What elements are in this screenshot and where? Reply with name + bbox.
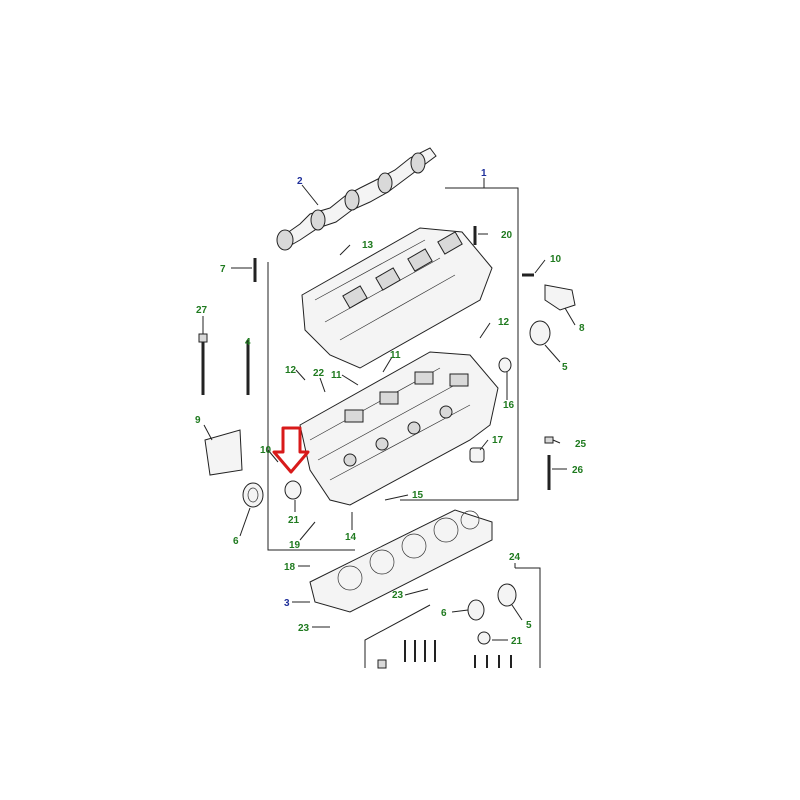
callout-9: 9 [195,415,201,426]
callout-21-kit: 21 [511,636,523,647]
plug-21 [284,480,302,500]
callout-13: 13 [362,240,374,251]
stud-25 [544,436,554,444]
callout-16: 16 [503,400,515,411]
callout-24: 24 [509,552,521,563]
callout-21-left: 21 [288,515,300,526]
callout-2: 2 [297,176,303,187]
cylinder-head-part [299,351,499,506]
callout-10-left: 10 [260,445,272,456]
head-gasket-part [309,509,493,613]
cam-carrier-part [301,227,493,369]
callout-3: 3 [284,598,290,609]
callout-23-right: 23 [392,590,404,601]
seal-5-upper [529,320,551,346]
callout-12-left: 12 [285,365,297,376]
callout-22: 22 [313,368,325,379]
callout-10-right: 10 [550,254,562,265]
callout-7: 7 [220,264,226,275]
callout-15: 15 [412,490,424,501]
callout-14: 14 [345,532,357,543]
callout-4: 4 [245,337,251,348]
bracket-8 [544,284,576,311]
leader-lines [202,184,576,641]
callout-1: 1 [481,168,487,179]
callout-19: 19 [289,540,301,551]
callout-27: 27 [196,305,208,316]
callout-5-lower: 5 [526,620,532,631]
bracket-9 [204,429,243,476]
callout-20: 20 [501,230,513,241]
callout-11-right: 11 [390,350,401,361]
kit-24-parts [377,583,517,669]
callout-8: 8 [579,323,585,334]
sensor-17 [469,447,485,463]
callout-12-right: 12 [498,317,510,328]
down-arrow-icon [272,426,310,474]
camshaft-part [276,147,437,251]
callout-25: 25 [575,439,587,450]
assembly-bracket-1 [267,178,519,551]
callout-6-left: 6 [233,536,239,547]
plug-16 [498,357,512,373]
callout-17: 17 [492,435,504,446]
callout-5-upper: 5 [562,362,568,373]
long-bolt-27 [198,333,208,395]
callout-6-kit: 6 [441,608,447,619]
callout-18: 18 [284,562,296,573]
callout-26: 26 [572,465,584,476]
callout-23-left: 23 [298,623,310,634]
callout-labels: 1 2 3 4 5 5 6 6 7 8 9 10 10 11 11 12 12 … [195,168,587,647]
seal-6-left [242,482,264,508]
callout-11-left: 11 [331,370,342,381]
